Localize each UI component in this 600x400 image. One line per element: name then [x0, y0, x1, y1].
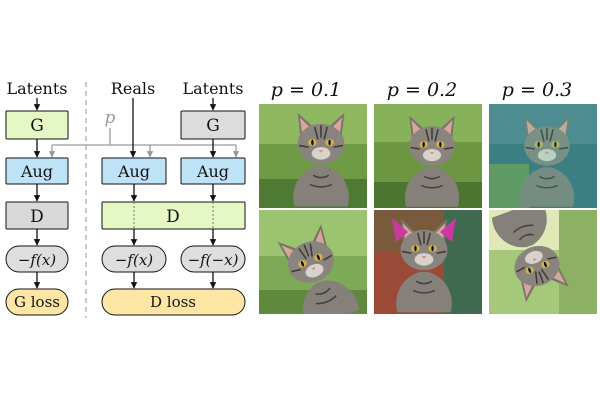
column-title-p01: p = 0.1: [271, 79, 341, 101]
discriminator-aug-left-label: Aug: [117, 162, 150, 181]
discriminator-d-box: [101, 201, 246, 230]
discriminator-d-label: D: [166, 207, 180, 227]
generator-branch: Latents G Aug D −f(x) G loss: [5, 79, 69, 316]
generator-g-label: G: [30, 116, 44, 136]
discriminator-loss-label: D loss: [150, 293, 196, 311]
generator-d-label: D: [30, 207, 44, 227]
latents-label-generator: Latents: [6, 79, 67, 98]
example-image-p02-bottom: [374, 210, 482, 314]
example-image-p03-top: [489, 104, 597, 208]
latents-label-discriminator: Latents: [182, 79, 243, 98]
column-title-p03: p = 0.3: [502, 79, 572, 101]
discriminator-g-label: G: [206, 116, 220, 136]
discriminator-loss-box: [101, 288, 246, 316]
example-image-p02-top: [374, 104, 482, 208]
discriminator-f-left-label: −f(x): [115, 251, 153, 269]
generator-loss-box: [5, 288, 69, 316]
discriminator-branch: Reals Latents G Aug Aug D −f(x) −f(−x) D…: [101, 79, 246, 316]
generator-f-label: −f(x): [18, 251, 56, 269]
p-label: p: [105, 108, 116, 128]
generator-aug-label: Aug: [20, 162, 53, 181]
p-probability-lines: p: [48, 108, 240, 158]
discriminator-f-right-label: −f(−x): [188, 251, 239, 269]
column-title-p02: p = 0.2: [387, 79, 457, 101]
generator-loss-label: G loss: [14, 293, 60, 311]
example-image-p01-bottom: [259, 210, 367, 314]
reals-label: Reals: [111, 79, 155, 98]
example-image-p03-bottom: [489, 210, 597, 314]
example-image-p01-top: [259, 104, 367, 208]
discriminator-aug-right-label: Aug: [196, 162, 229, 181]
augmentation-examples: p = 0.1 p = 0.2 p = 0.3: [259, 79, 597, 314]
